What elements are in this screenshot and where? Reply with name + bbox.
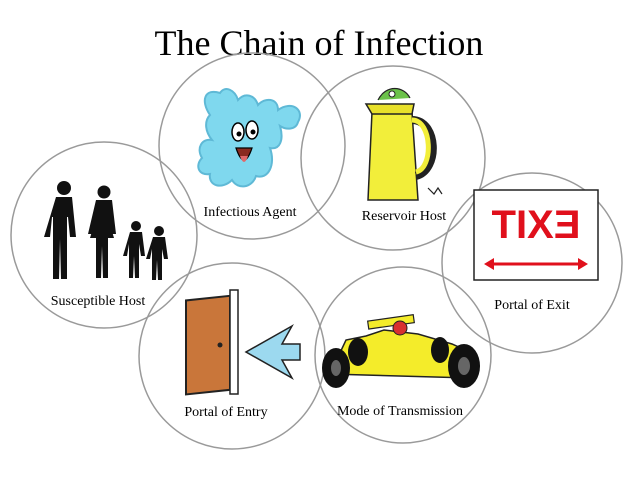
circle-infectious-agent — [158, 52, 346, 240]
circle-portal-of-exit — [441, 172, 623, 354]
circle-susceptible-host — [10, 141, 198, 329]
label-reservoir-host: Reservoir Host — [362, 209, 446, 224]
label-susceptible-host: Susceptible Host — [51, 294, 146, 309]
circle-reservoir-host — [300, 65, 486, 251]
label-portal-of-exit: Portal of Exit — [494, 298, 570, 313]
people-silhouette-icon — [44, 181, 168, 280]
germ-icon — [197, 88, 301, 188]
exit-sign-icon: EXIT — [473, 189, 599, 281]
label-infectious-agent: Infectious Agent — [204, 205, 297, 220]
race-car-icon — [322, 314, 480, 388]
label-mode-of-transmission: Mode of Transmission — [337, 404, 463, 419]
diagram-title: The Chain of Infection — [154, 23, 484, 63]
label-portal-of-entry: Portal of Entry — [184, 405, 267, 420]
exit-sign-text: EXIT — [492, 203, 581, 247]
circle-mode-of-transmission — [314, 266, 492, 444]
reservoir-pitcher-icon — [364, 87, 443, 201]
door-entry-icon — [185, 289, 301, 396]
